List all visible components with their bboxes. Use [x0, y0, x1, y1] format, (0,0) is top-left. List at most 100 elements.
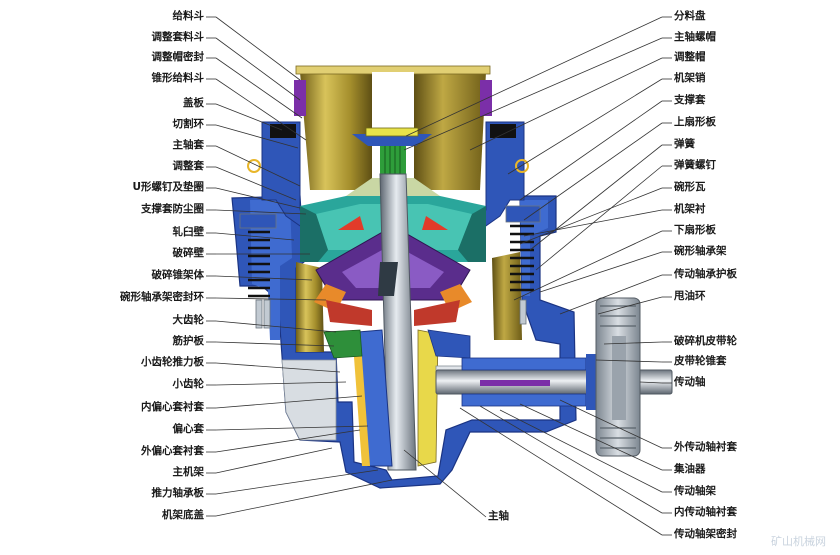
leader-line — [597, 296, 663, 315]
spring-bolts — [239, 205, 541, 329]
leader-line — [523, 122, 663, 221]
part-label: 碗形轴承架 — [674, 245, 727, 257]
springs — [248, 224, 534, 298]
leader-line — [459, 407, 663, 536]
part-label: 小齿轮推力板 — [141, 356, 204, 368]
part-label: 弹簧螺钉 — [674, 159, 716, 171]
part-label: 小齿轮 — [172, 378, 205, 390]
part-label: 支撑套防尘圈 — [141, 203, 204, 215]
leader-line — [215, 381, 347, 386]
part-label: 推力轴承板 — [151, 487, 205, 499]
leader-line — [215, 187, 301, 209]
leader-line — [215, 124, 299, 149]
part-label: 机架销 — [674, 72, 706, 84]
part-label: 传动轴 — [674, 376, 706, 388]
leader-line — [639, 381, 663, 384]
part-label: 主轴螺帽 — [674, 31, 716, 43]
part-label: 大齿轮 — [172, 314, 205, 326]
belt-pulley — [595, 297, 641, 457]
leader-line — [595, 359, 663, 363]
leader-line — [519, 403, 663, 471]
leader-line — [519, 100, 663, 201]
leader-line — [559, 399, 663, 449]
lifting-lugs — [247, 159, 529, 173]
part-label: 弹簧 — [674, 138, 695, 150]
part-label: 主轴套 — [172, 139, 205, 151]
leader-line — [535, 165, 663, 271]
part-label: 皮带轮锥套 — [674, 355, 727, 367]
part-label-main-shaft: 主轴 — [488, 510, 509, 522]
leader-line — [529, 144, 663, 251]
leader-line — [215, 447, 333, 474]
leader-line — [403, 37, 663, 151]
leader-line — [469, 57, 663, 151]
leader-line — [539, 251, 663, 293]
leader-line — [479, 405, 663, 514]
leader-line — [215, 103, 283, 131]
eccentric-bushing — [352, 329, 439, 467]
leader-line — [519, 187, 663, 245]
part-label: 分料盘 — [674, 10, 706, 22]
part-label: 破碎机皮带轮 — [674, 335, 737, 347]
leader-line — [215, 57, 303, 119]
part-label: 盖板 — [183, 97, 204, 109]
part-label: 机架底盖 — [162, 509, 204, 521]
part-label: 给料斗 — [172, 10, 205, 22]
leader-line — [215, 37, 301, 101]
part-label: 传动轴架密封 — [674, 528, 737, 540]
part-label: 碗形瓦 — [674, 181, 706, 193]
leader-lines — [206, 16, 672, 536]
part-label: 破碎壁 — [172, 247, 205, 259]
part-label: 调整套 — [172, 160, 205, 172]
leader-line — [507, 78, 663, 175]
part-label: 切割环 — [172, 118, 205, 130]
leader-line — [499, 409, 663, 493]
part-label: 传动轴承护板 — [674, 268, 737, 280]
watermark: 矿山机械网 — [771, 535, 826, 548]
part-label: 外偏心套衬套 — [141, 445, 204, 457]
part-label: 调整帽 — [674, 51, 706, 63]
leader-line — [215, 479, 393, 517]
leader-line — [215, 232, 295, 241]
part-label: 主机架 — [172, 466, 205, 478]
part-label: 调整帽密封 — [151, 51, 205, 63]
part-label: 内传动轴衬套 — [674, 506, 737, 518]
part-label: 支撑套 — [674, 94, 706, 106]
leader-line — [513, 230, 663, 301]
leader-line — [215, 297, 327, 301]
part-label: 下扇形板 — [674, 224, 716, 236]
leader-line — [603, 341, 663, 345]
part-label: 轧臼壁 — [172, 226, 205, 238]
part-label: 外传动轴衬套 — [674, 441, 737, 453]
leader-line — [215, 275, 313, 281]
part-label: 机架衬 — [674, 203, 706, 215]
leader-line — [215, 425, 369, 431]
part-label: 偏心套 — [172, 423, 205, 435]
part-label: 锥形给料斗 — [151, 72, 205, 84]
part-label: 内偏心套衬套 — [141, 401, 204, 413]
part-label: 破碎锥架体 — [151, 269, 205, 281]
leader-line — [559, 274, 663, 315]
part-label: 集油器 — [674, 463, 706, 475]
leader-line — [215, 362, 341, 373]
leader-line — [215, 166, 297, 201]
leader-line — [215, 395, 363, 409]
adjusting-ring — [261, 80, 525, 241]
part-label: 甩油环 — [674, 290, 706, 302]
leader-line — [405, 16, 663, 137]
main-shaft — [378, 173, 417, 471]
leader-line — [523, 209, 663, 237]
leader-line — [215, 145, 301, 187]
leader-line — [215, 341, 335, 347]
leader-line — [215, 16, 301, 81]
part-label: 碗形轴承架密封环 — [120, 291, 204, 303]
feed-hopper — [295, 65, 491, 190]
leader-line — [215, 429, 361, 453]
leader-line — [403, 449, 487, 518]
leader-line — [215, 78, 307, 141]
leader-line — [215, 209, 307, 215]
leader-line — [215, 320, 337, 333]
part-label: 上扇形板 — [674, 116, 716, 128]
part-label: 筋护板 — [172, 335, 205, 347]
